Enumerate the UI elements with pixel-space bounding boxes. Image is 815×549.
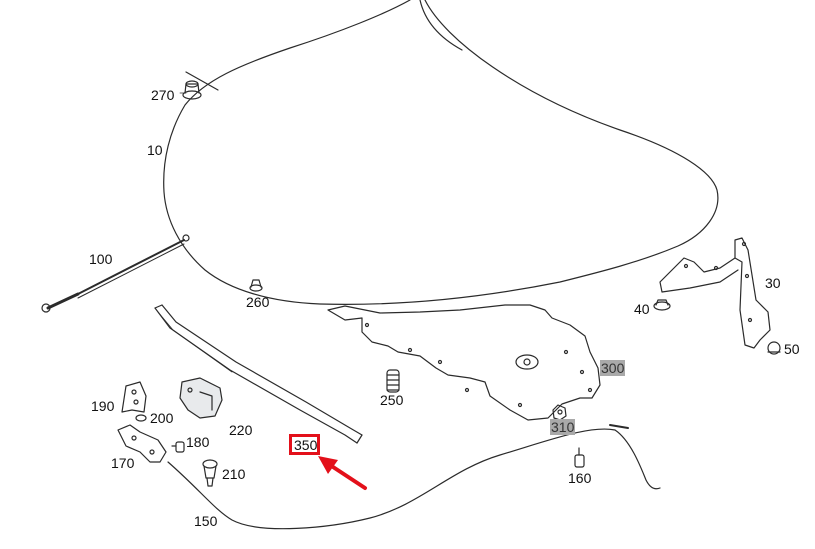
- bump-stop-260[interactable]: [249, 279, 263, 292]
- washer-200[interactable]: [135, 414, 147, 422]
- bracket-160[interactable]: [574, 447, 585, 468]
- release-cable[interactable]: [167, 428, 661, 530]
- label-270[interactable]: 270: [151, 87, 175, 103]
- latch-170[interactable]: [117, 424, 167, 463]
- label-40[interactable]: 40: [634, 301, 650, 317]
- retainer-310[interactable]: [552, 404, 567, 421]
- hood-panel[interactable]: [163, 0, 719, 305]
- gas-strut[interactable]: [41, 234, 190, 313]
- label-200[interactable]: 200: [150, 410, 174, 426]
- spring-250[interactable]: [386, 369, 400, 393]
- label-350[interactable]: 350: [294, 437, 318, 453]
- label-300[interactable]: 300: [600, 360, 626, 376]
- clip-50[interactable]: [767, 341, 781, 355]
- lock-assembly-220[interactable]: [179, 377, 223, 419]
- label-170[interactable]: 170: [111, 455, 135, 471]
- callout-arrow: [318, 456, 367, 490]
- hood-seal-strip[interactable]: [154, 304, 363, 444]
- label-100[interactable]: 100: [89, 251, 113, 267]
- label-310[interactable]: 310: [550, 419, 576, 435]
- hood-hinge[interactable]: [659, 237, 771, 349]
- bolt-180[interactable]: [171, 441, 185, 453]
- label-50[interactable]: 50: [784, 341, 800, 357]
- label-30[interactable]: 30: [765, 275, 781, 291]
- label-160[interactable]: 160: [568, 470, 592, 486]
- label-220[interactable]: 220: [229, 422, 253, 438]
- label-10[interactable]: 10: [147, 142, 163, 158]
- label-210[interactable]: 210: [222, 466, 246, 482]
- label-180[interactable]: 180: [186, 434, 210, 450]
- label-150[interactable]: 150: [194, 513, 218, 529]
- label-250[interactable]: 250: [380, 392, 404, 408]
- selected-part-highlight: [289, 434, 320, 455]
- insulation-mat[interactable]: [327, 304, 601, 421]
- bumper-210[interactable]: [202, 459, 218, 487]
- bracket-190[interactable]: [121, 381, 147, 413]
- label-190[interactable]: 190: [91, 398, 115, 414]
- rubber-buffer-40[interactable]: [653, 299, 671, 311]
- bump-stop-270[interactable]: [182, 80, 202, 100]
- label-260[interactable]: 260: [246, 294, 270, 310]
